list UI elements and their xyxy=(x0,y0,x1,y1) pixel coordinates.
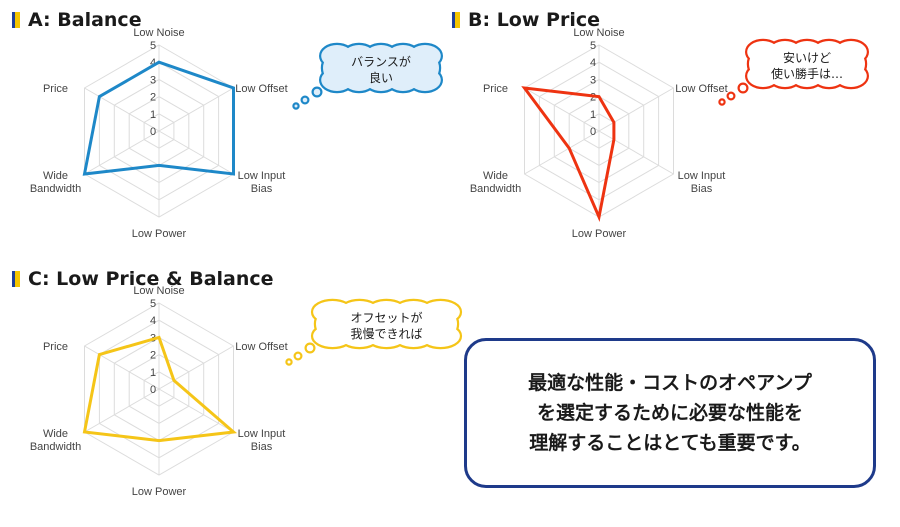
tick-label: 0 xyxy=(590,126,596,138)
summary-message-box: 最適な性能・コストのオペアンプ を選定するために必要な性能を 理解することはとて… xyxy=(464,338,876,488)
chart-c-title-text: C: Low Price & Balance xyxy=(28,268,274,290)
tick-label: 1 xyxy=(150,367,156,379)
tick-label: 0 xyxy=(150,126,156,138)
data-series-polygon xyxy=(82,335,238,443)
axis-spoke xyxy=(84,130,160,175)
tick-label: 1 xyxy=(150,109,156,121)
heading-marker-icon xyxy=(12,12,20,28)
axis-spoke xyxy=(598,87,674,132)
axis-spoke xyxy=(598,130,674,175)
data-series-polygon xyxy=(82,60,235,176)
tick-label: 3 xyxy=(590,74,596,86)
thought-tail-bubble xyxy=(300,95,310,105)
axis-spoke xyxy=(524,130,600,175)
callout-text: 使い勝手は… xyxy=(771,66,843,81)
axis-label: Low Power xyxy=(572,228,627,240)
axis-label: Price xyxy=(43,83,68,95)
chart-a-title-text: A: Balance xyxy=(28,9,142,31)
axis-label: Low Offset xyxy=(235,83,287,95)
thought-tail-bubble xyxy=(737,82,749,94)
message-line: を選定するために必要な性能を xyxy=(536,402,803,424)
callout-text: 安いけど xyxy=(783,50,831,65)
heading-marker-icon xyxy=(12,271,20,287)
axis-spoke xyxy=(158,345,234,390)
axis-spoke xyxy=(84,345,160,390)
tick-label: 5 xyxy=(150,298,156,310)
tick-label: 4 xyxy=(150,57,156,69)
axis-spoke xyxy=(158,130,234,175)
tick-label: 5 xyxy=(590,40,596,52)
chart-c-title: C: Low Price & Balance xyxy=(12,267,274,291)
callout-text: 我慢できれば xyxy=(350,327,422,341)
chart-b-title-text: B: Low Price xyxy=(468,9,600,31)
tick-label: 1 xyxy=(590,109,596,121)
cloud-body xyxy=(319,42,443,94)
thought-tail-bubble xyxy=(304,342,316,354)
tick-label: 2 xyxy=(150,350,156,362)
heading-marker-icon xyxy=(452,12,460,28)
axis-spoke xyxy=(84,388,160,433)
axis-label: Price xyxy=(483,83,508,95)
axis-label: Low Noise xyxy=(133,27,184,39)
chart-b-title: B: Low Price xyxy=(452,8,600,32)
axis-spoke xyxy=(158,87,234,132)
thought-tail-bubble xyxy=(311,86,323,98)
tick-label: 2 xyxy=(150,92,156,104)
tick-label: 5 xyxy=(150,40,156,52)
thought-tail-bubble xyxy=(293,351,303,361)
axis-spoke xyxy=(524,87,600,132)
thought-tail-bubble xyxy=(718,98,726,106)
tick-label: 0 xyxy=(150,384,156,396)
thought-tail-bubble xyxy=(726,91,736,101)
axis-label: Low Offset xyxy=(235,341,287,353)
thought-bubble-b: 安いけど使い勝手は… xyxy=(718,38,869,106)
message-line: 最適な性能・コストのオペアンプ xyxy=(528,372,812,394)
message-line: 理解することはとても重要です。 xyxy=(529,432,811,454)
thought-tail-bubble xyxy=(285,358,293,366)
cloud-body xyxy=(310,298,463,350)
tick-label: 3 xyxy=(150,74,156,86)
thought-tail-bubble xyxy=(292,102,300,110)
callout-text: バランスが xyxy=(351,54,411,69)
tick-label: 4 xyxy=(590,57,596,69)
callout-text: オフセットが xyxy=(350,310,422,325)
axis-label: Low Power xyxy=(132,486,187,498)
axis-label: Price xyxy=(43,341,68,353)
axis-label: Low Power xyxy=(132,228,187,240)
axis-spoke xyxy=(158,388,234,433)
callout-text: 良い xyxy=(369,70,393,85)
tick-label: 2 xyxy=(590,92,596,104)
axis-spoke xyxy=(84,87,160,132)
cloud-body xyxy=(745,38,869,90)
data-series-polygon xyxy=(521,86,616,223)
chart-a-title: A: Balance xyxy=(12,8,142,32)
axis-label: Low Noise xyxy=(133,285,184,297)
axis-label: Low Offset xyxy=(675,83,727,95)
axis-label: Low Noise xyxy=(573,27,624,39)
tick-label: 4 xyxy=(150,315,156,327)
